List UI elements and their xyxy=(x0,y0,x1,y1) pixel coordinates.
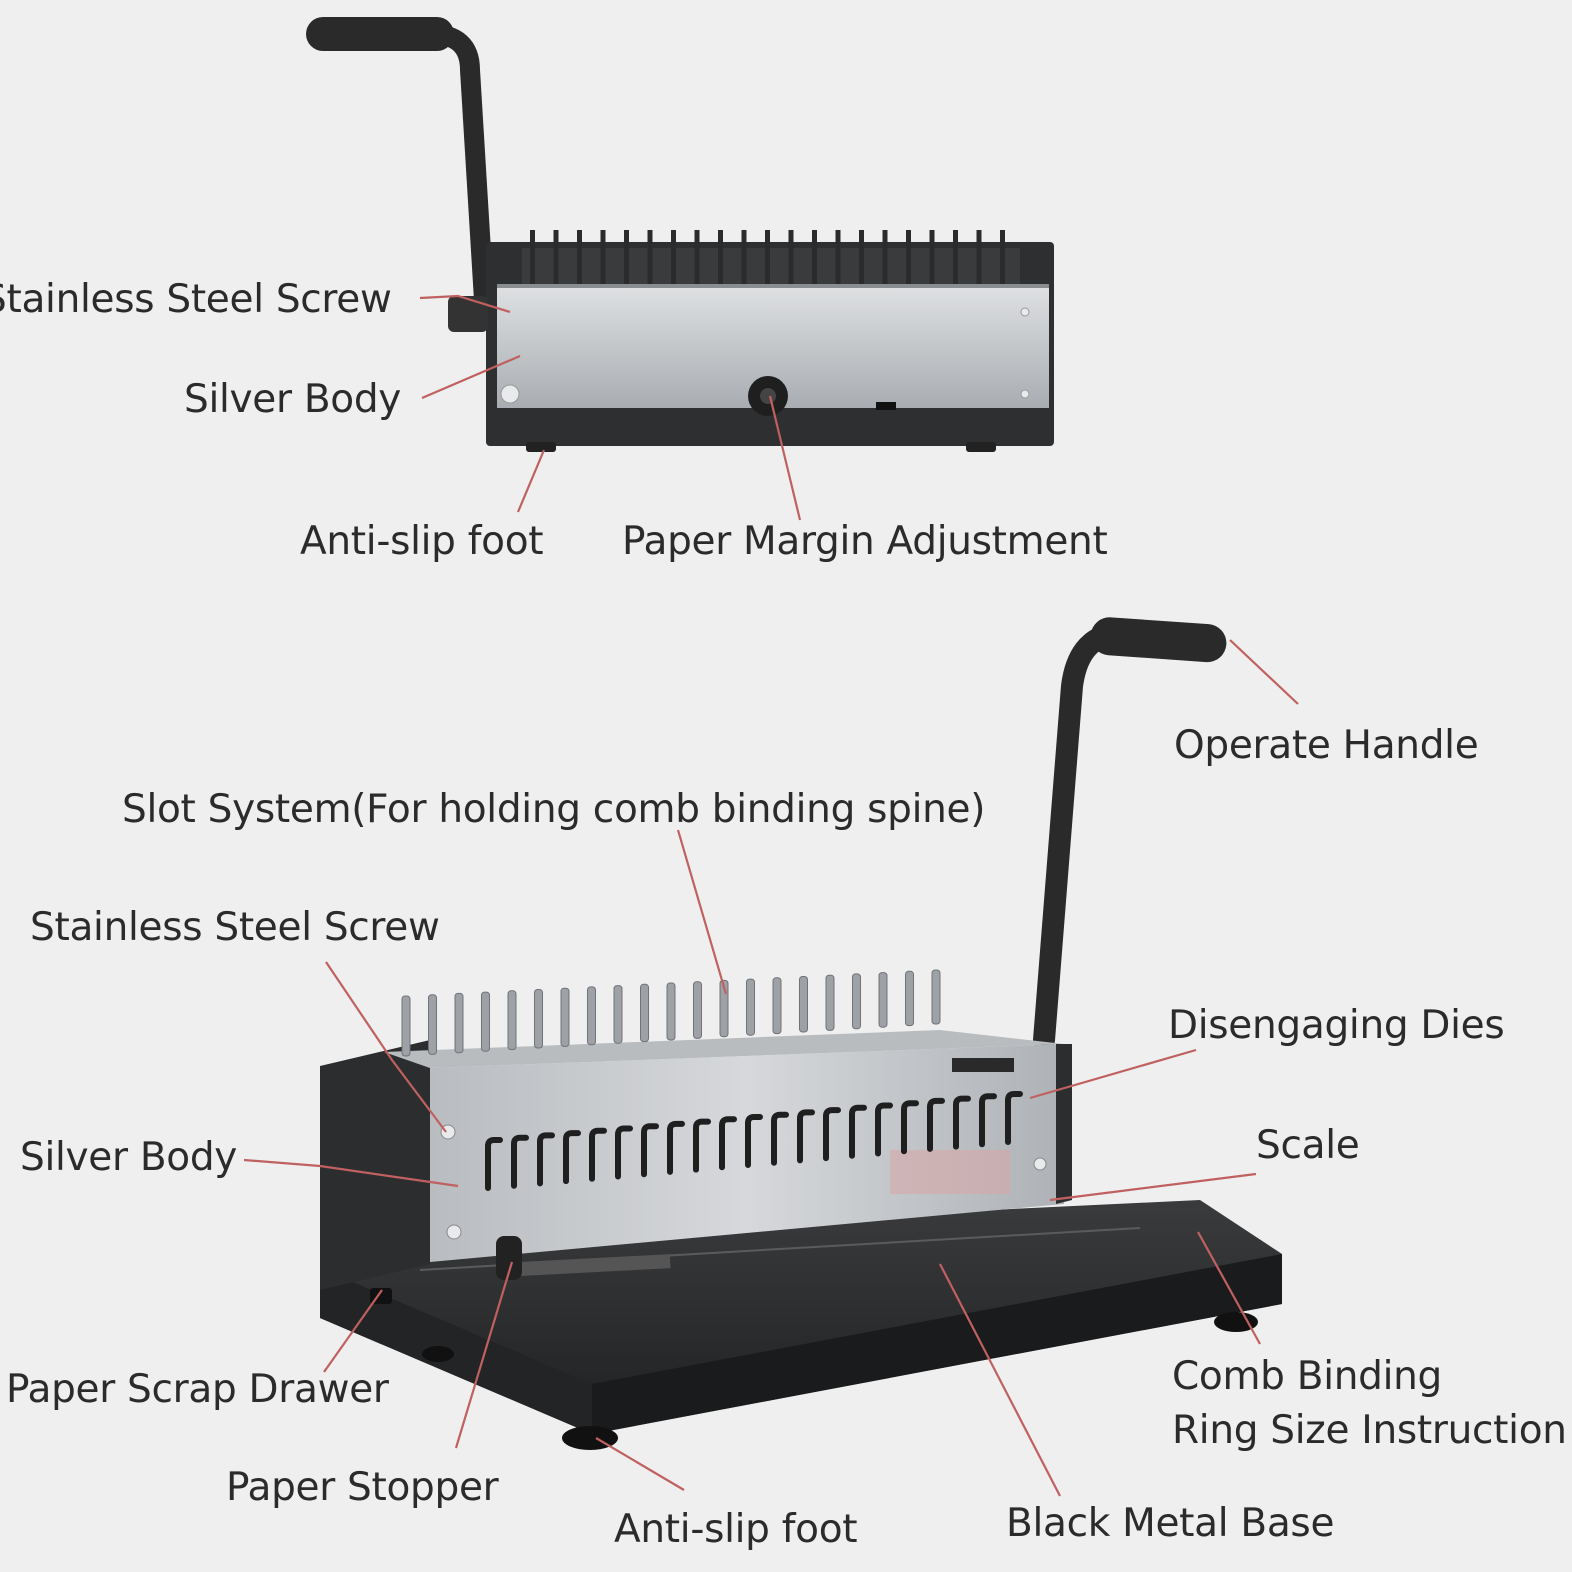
comb-tooth xyxy=(741,230,747,284)
side-screw-a xyxy=(448,296,488,332)
comb-tooth xyxy=(765,230,770,284)
comb-tooth xyxy=(694,230,700,284)
label-paper-stopper: Paper Stopper xyxy=(226,1465,499,1510)
die xyxy=(641,1123,659,1178)
die xyxy=(537,1132,555,1187)
comb-tooth xyxy=(693,981,702,1039)
comb-tooth xyxy=(640,983,649,1043)
comb-slot-a xyxy=(522,248,1020,284)
die xyxy=(849,1104,867,1159)
comb-tooth xyxy=(534,989,543,1049)
label-comb-binding-line-1: Comb Binding xyxy=(1172,1354,1443,1399)
die xyxy=(953,1095,971,1150)
comb-tooth xyxy=(530,230,535,284)
die xyxy=(979,1093,997,1148)
label-ring-size-line-2: Ring Size Instruction xyxy=(1172,1408,1567,1453)
label-scale: Scale xyxy=(1256,1123,1360,1168)
label-operate-handle: Operate Handle xyxy=(1174,723,1479,768)
label-paper-margin-adjustment: Paper Margin Adjustment xyxy=(622,519,1108,564)
comb-tooth xyxy=(799,976,808,1033)
die xyxy=(875,1102,893,1157)
die xyxy=(823,1107,841,1162)
comb-tooth xyxy=(719,979,729,1038)
machine-perspective-view xyxy=(320,617,1282,1450)
comb-tooth xyxy=(553,230,559,284)
label-silver-body-b: Silver Body xyxy=(20,1135,238,1180)
comb-tooth xyxy=(666,982,676,1041)
die xyxy=(1005,1091,1023,1145)
label-silver-body-a: Silver Body xyxy=(184,377,402,422)
comb-tooth xyxy=(812,230,817,284)
comb-tooth xyxy=(647,230,653,284)
label-black-metal-base: Black Metal Base xyxy=(1006,1501,1335,1546)
comb-tooth xyxy=(905,970,914,1027)
die xyxy=(615,1125,633,1180)
label-stainless-steel-screw-a: Stainless Steel Screw xyxy=(0,277,392,322)
comb-tooth xyxy=(931,969,941,1025)
comb-tooth xyxy=(772,977,782,1035)
handle-a xyxy=(306,17,494,310)
comb-tooth xyxy=(929,230,935,284)
label-disengaging-dies: Disengaging Dies xyxy=(1168,1003,1505,1048)
die xyxy=(693,1118,711,1173)
label-paper-scrap-drawer: Paper Scrap Drawer xyxy=(6,1367,389,1412)
comb-tooth xyxy=(600,230,606,284)
comb-tooth xyxy=(401,995,411,1057)
side-panel-b xyxy=(320,1040,430,1290)
leaders-a xyxy=(419,294,802,521)
comb-tooth xyxy=(613,985,623,1044)
machine-front-view xyxy=(306,17,1054,452)
die xyxy=(563,1130,581,1185)
comb-tooth xyxy=(788,230,794,284)
comb-tooth xyxy=(671,230,676,284)
comb-tooth xyxy=(587,986,596,1046)
die xyxy=(511,1134,529,1189)
die xyxy=(771,1111,789,1166)
comb-tooth xyxy=(560,987,570,1047)
comb-tooth xyxy=(481,991,490,1052)
label-stainless-steel-screw-b: Stainless Steel Screw xyxy=(30,905,440,950)
die xyxy=(667,1120,685,1175)
comb-tooth xyxy=(878,972,888,1028)
comb-tooth xyxy=(718,230,723,284)
comb-teeth-b xyxy=(401,969,941,1057)
die xyxy=(797,1109,815,1164)
comb-tooth xyxy=(906,230,911,284)
comb-tooth xyxy=(859,230,864,284)
dies-b xyxy=(485,1091,1023,1191)
comb-teeth-a xyxy=(530,230,1005,284)
handle-b xyxy=(1033,617,1227,1051)
die xyxy=(589,1127,607,1182)
paper-stopper-b xyxy=(496,1236,522,1280)
comb-tooth xyxy=(428,994,437,1055)
foot-b-right xyxy=(1214,1312,1258,1332)
die xyxy=(719,1116,737,1171)
comb-tooth xyxy=(835,230,841,284)
comb-tooth xyxy=(454,992,464,1054)
comb-tooth xyxy=(852,973,861,1030)
comb-tooth xyxy=(976,230,982,284)
die xyxy=(485,1137,503,1191)
comb-tooth xyxy=(746,978,755,1036)
label-anti-slip-foot-b: Anti-slip foot xyxy=(614,1507,858,1552)
comb-tooth xyxy=(507,990,517,1051)
comb-tooth xyxy=(624,230,629,284)
comb-tooth xyxy=(577,230,582,284)
leaders-b xyxy=(243,639,1299,1497)
die xyxy=(745,1114,763,1168)
comb-tooth xyxy=(1000,230,1005,284)
label-ring-size-instruction: Comb Binding Ring Size Instruction xyxy=(1172,1350,1572,1458)
die xyxy=(901,1100,919,1155)
label-slot-system: Slot System(For holding comb binding spi… xyxy=(122,787,986,832)
foot-a-right xyxy=(966,442,996,452)
comb-tooth xyxy=(953,230,958,284)
comb-tooth xyxy=(825,974,835,1031)
label-anti-slip-foot-a: Anti-slip foot xyxy=(300,519,544,564)
die xyxy=(927,1097,945,1152)
comb-tooth xyxy=(882,230,888,284)
foot-a-left xyxy=(526,442,556,452)
